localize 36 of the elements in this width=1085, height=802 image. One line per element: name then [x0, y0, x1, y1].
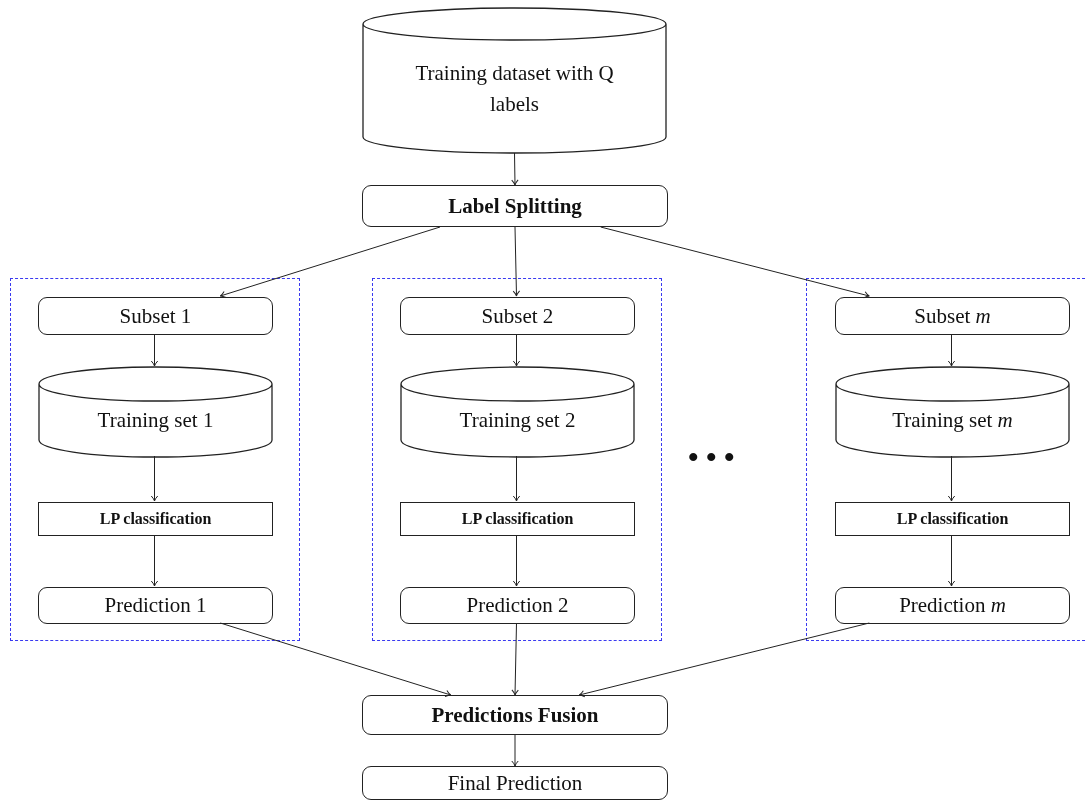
process-box [38, 587, 273, 624]
process-box [400, 587, 635, 624]
node-label: LP classification [461, 509, 574, 530]
dashed-group-frame [10, 278, 300, 641]
process-box [400, 297, 635, 335]
node-label: Prediction 2 [466, 592, 569, 620]
ellipsis-dots: • • • [688, 440, 735, 474]
node-label: Training set 2 [459, 407, 576, 435]
node-label: Subset m [914, 302, 991, 330]
node-label: Subset 1 [119, 302, 192, 330]
node-label: Final Prediction [447, 769, 583, 797]
node-label: Predictions Fusion [431, 701, 599, 729]
process-box [362, 695, 668, 735]
node-label: LP classification [896, 509, 1009, 530]
process-box [38, 297, 273, 335]
process-box [835, 587, 1070, 624]
node-label: Training set 1 [97, 407, 214, 435]
node-label: LP classification [99, 509, 212, 530]
node-label: Training set m [892, 407, 1013, 435]
node-label: Subset 2 [481, 302, 554, 330]
node-label: Prediction m [899, 592, 1006, 620]
database-cylinder [400, 367, 635, 457]
database-cylinder [835, 367, 1070, 457]
node-label: Prediction 1 [104, 592, 207, 620]
classifier-box [400, 502, 635, 536]
dashed-group-frame [372, 278, 662, 641]
node-label: Training dataset with Q labels [414, 60, 615, 118]
classifier-box [835, 502, 1070, 536]
dashed-group-frame [806, 278, 1085, 641]
process-box [835, 297, 1070, 335]
database-cylinder [362, 8, 667, 153]
database-cylinder [38, 367, 273, 457]
process-box [362, 185, 668, 227]
process-box [362, 766, 668, 800]
node-label: Label Splitting [448, 192, 582, 220]
classifier-box [38, 502, 273, 536]
